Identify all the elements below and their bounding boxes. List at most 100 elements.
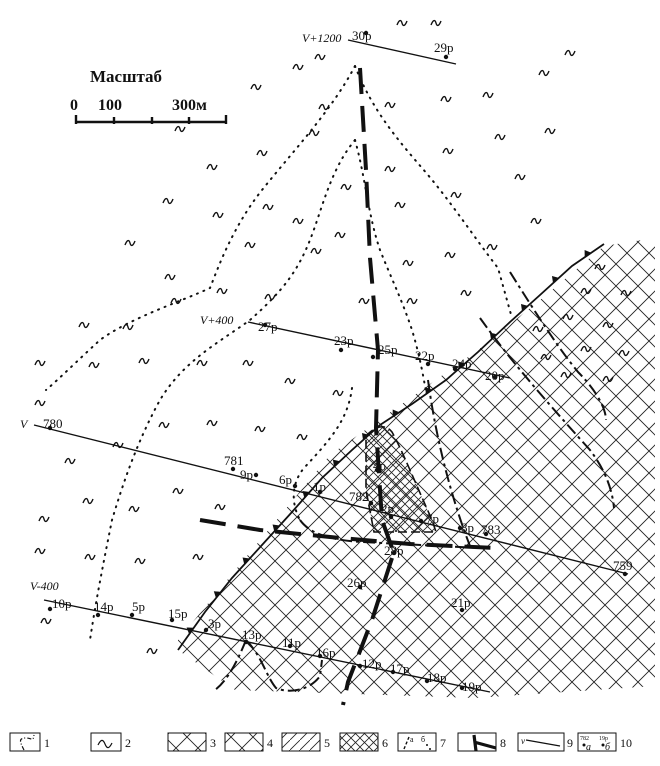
well-label: 18р bbox=[427, 670, 447, 685]
well-label: 9р bbox=[240, 467, 253, 482]
wavy-symbol bbox=[244, 241, 256, 249]
thrust-contact bbox=[177, 243, 605, 651]
well-label: 11р bbox=[282, 635, 301, 650]
profile-lines bbox=[33, 39, 629, 693]
well-label: 30р bbox=[352, 28, 372, 43]
cross-hatched-unit bbox=[178, 238, 655, 698]
wavy-symbol bbox=[256, 149, 268, 157]
wavy-symbol bbox=[540, 353, 552, 361]
well-marker bbox=[357, 663, 363, 669]
wavy-symbol bbox=[620, 289, 632, 297]
well-marker bbox=[129, 612, 135, 618]
well-label: 17р bbox=[390, 661, 410, 676]
wavy-symbol bbox=[206, 419, 218, 427]
wavy-symbol bbox=[206, 163, 218, 171]
well-label: 5р bbox=[132, 599, 145, 614]
legend-number-5: 5 bbox=[324, 736, 330, 750]
wavy-symbol bbox=[494, 133, 506, 141]
well-marker bbox=[370, 354, 376, 360]
legend: 1 2 3 4 5 6 а bbox=[9, 732, 632, 753]
wavy-symbol bbox=[292, 63, 304, 71]
well-marker bbox=[391, 550, 397, 556]
well-marker bbox=[262, 322, 268, 328]
wavy-symbol bbox=[34, 399, 46, 407]
legend-number-4: 4 bbox=[267, 736, 273, 750]
wavy-symbol bbox=[296, 433, 308, 441]
well-label: 13р bbox=[242, 627, 262, 642]
wavy-symbol bbox=[602, 375, 614, 383]
well-label: 20р bbox=[485, 368, 505, 383]
wavy-symbol bbox=[196, 359, 208, 367]
well-marker bbox=[459, 607, 465, 613]
wavy-symbol bbox=[88, 361, 100, 369]
legend-10-num-b: 19р bbox=[599, 736, 608, 742]
legend-number-1: 1 bbox=[44, 736, 50, 750]
wavy-symbol bbox=[444, 251, 456, 259]
wavy-symbol bbox=[242, 359, 254, 367]
well-marker bbox=[483, 531, 489, 537]
well-label: 3р bbox=[208, 616, 221, 631]
well-marker bbox=[424, 678, 430, 684]
wavy-symbol bbox=[34, 359, 46, 367]
well-label: 22р bbox=[415, 348, 435, 363]
well-label: 7р bbox=[426, 511, 439, 526]
wavy-symbol bbox=[340, 183, 352, 191]
wavy-symbol bbox=[564, 49, 576, 57]
wavy-symbol bbox=[396, 19, 408, 27]
well-label: 24р bbox=[452, 356, 472, 371]
wavy-symbol bbox=[128, 505, 140, 513]
wavy-symbol bbox=[40, 617, 52, 625]
well-label: 14р bbox=[94, 599, 114, 614]
legend-7-a: а bbox=[410, 735, 414, 744]
wavy-symbol bbox=[262, 203, 274, 211]
scale-tick-0: 0 bbox=[70, 97, 78, 114]
well-marker bbox=[230, 466, 236, 472]
profile-label-v1200: V+1200 bbox=[302, 31, 341, 45]
well-marker bbox=[390, 669, 396, 675]
well-label: 1р bbox=[313, 479, 326, 494]
wavy-symbol bbox=[216, 287, 228, 295]
wavy-symbol bbox=[460, 289, 472, 297]
well-marker bbox=[452, 366, 458, 372]
legend-10-a: а bbox=[586, 742, 591, 753]
well-label: 25р bbox=[378, 342, 398, 357]
well-marker bbox=[169, 617, 175, 623]
well-marker bbox=[457, 525, 463, 531]
well-marker bbox=[388, 514, 394, 520]
legend-item-6: 6 bbox=[339, 732, 388, 752]
wavy-symbol bbox=[34, 547, 46, 555]
well-label: 12р bbox=[362, 656, 382, 671]
legend-item-4: 4 bbox=[224, 732, 273, 752]
wavy-symbol bbox=[560, 371, 572, 379]
wavy-symbol bbox=[64, 457, 76, 465]
well-label: 23р bbox=[334, 333, 354, 348]
wavy-symbol bbox=[358, 297, 370, 305]
well-label: 27р bbox=[258, 319, 278, 334]
well-marker bbox=[425, 361, 431, 367]
well-marker bbox=[418, 518, 424, 524]
well-label: 782 bbox=[349, 489, 369, 504]
well-marker bbox=[338, 347, 344, 353]
wavy-symbol bbox=[192, 553, 204, 561]
wavy-symbol bbox=[314, 53, 326, 61]
well-label: 781 bbox=[224, 453, 244, 468]
legend-10-num-a: 782 bbox=[580, 736, 589, 742]
legend-item-3: 3 bbox=[167, 732, 216, 752]
legend-item-1: 1 bbox=[9, 732, 50, 752]
legend-number-2: 2 bbox=[125, 736, 131, 750]
wavy-symbol bbox=[332, 389, 344, 397]
profile-label-v-400: V-400 bbox=[30, 579, 59, 593]
wavy-symbol bbox=[134, 557, 146, 565]
wavy-symbol bbox=[334, 231, 346, 239]
well-marker bbox=[363, 30, 369, 36]
wavy-symbol bbox=[384, 101, 396, 109]
well-label: 28р bbox=[384, 543, 404, 558]
wavy-symbol bbox=[264, 293, 276, 301]
wavy-symbol bbox=[78, 321, 90, 329]
wavy-symbol bbox=[38, 515, 50, 523]
well-marker bbox=[287, 643, 293, 649]
wavy-symbol bbox=[174, 125, 186, 133]
wavy-symbol bbox=[486, 243, 498, 251]
well-marker bbox=[243, 639, 249, 645]
well-label: 8р bbox=[461, 520, 474, 535]
